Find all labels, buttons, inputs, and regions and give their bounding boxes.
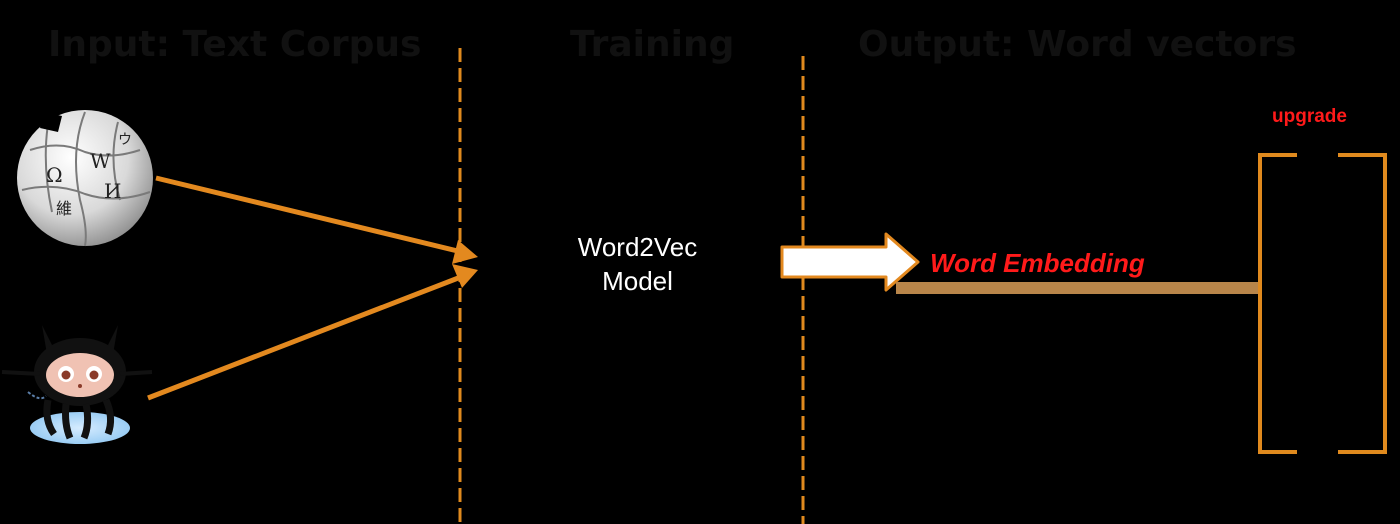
word2vec-model-label: Word2Vec Model bbox=[560, 230, 715, 298]
model-label-line2: Model bbox=[602, 266, 673, 296]
svg-text:Ω: Ω bbox=[46, 163, 63, 187]
github-octocat-icon bbox=[1, 325, 153, 444]
model-label-line1: Word2Vec bbox=[577, 232, 698, 262]
input-arrow-bottom bbox=[147, 264, 478, 401]
svg-text:W: W bbox=[90, 149, 111, 173]
wikipedia-globe-icon: Ω W И 維 ウ bbox=[17, 110, 153, 247]
input-arrow-top bbox=[155, 175, 478, 264]
vector-bracket bbox=[1258, 153, 1387, 454]
svg-text:И: И bbox=[104, 179, 121, 203]
svg-text:維: 維 bbox=[56, 199, 72, 218]
upgrade-label: upgrade bbox=[1272, 106, 1347, 127]
header-training: Training bbox=[570, 24, 735, 65]
svg-text:ウ: ウ bbox=[118, 132, 132, 148]
header-input-text-corpus: Input: Text Corpus bbox=[48, 24, 422, 65]
word-embedding-label: Word Embedding bbox=[930, 248, 1145, 278]
output-block-arrow bbox=[780, 232, 920, 292]
header-output-word-vectors: Output: Word vectors bbox=[858, 24, 1297, 65]
embedding-connector bbox=[896, 282, 1258, 294]
